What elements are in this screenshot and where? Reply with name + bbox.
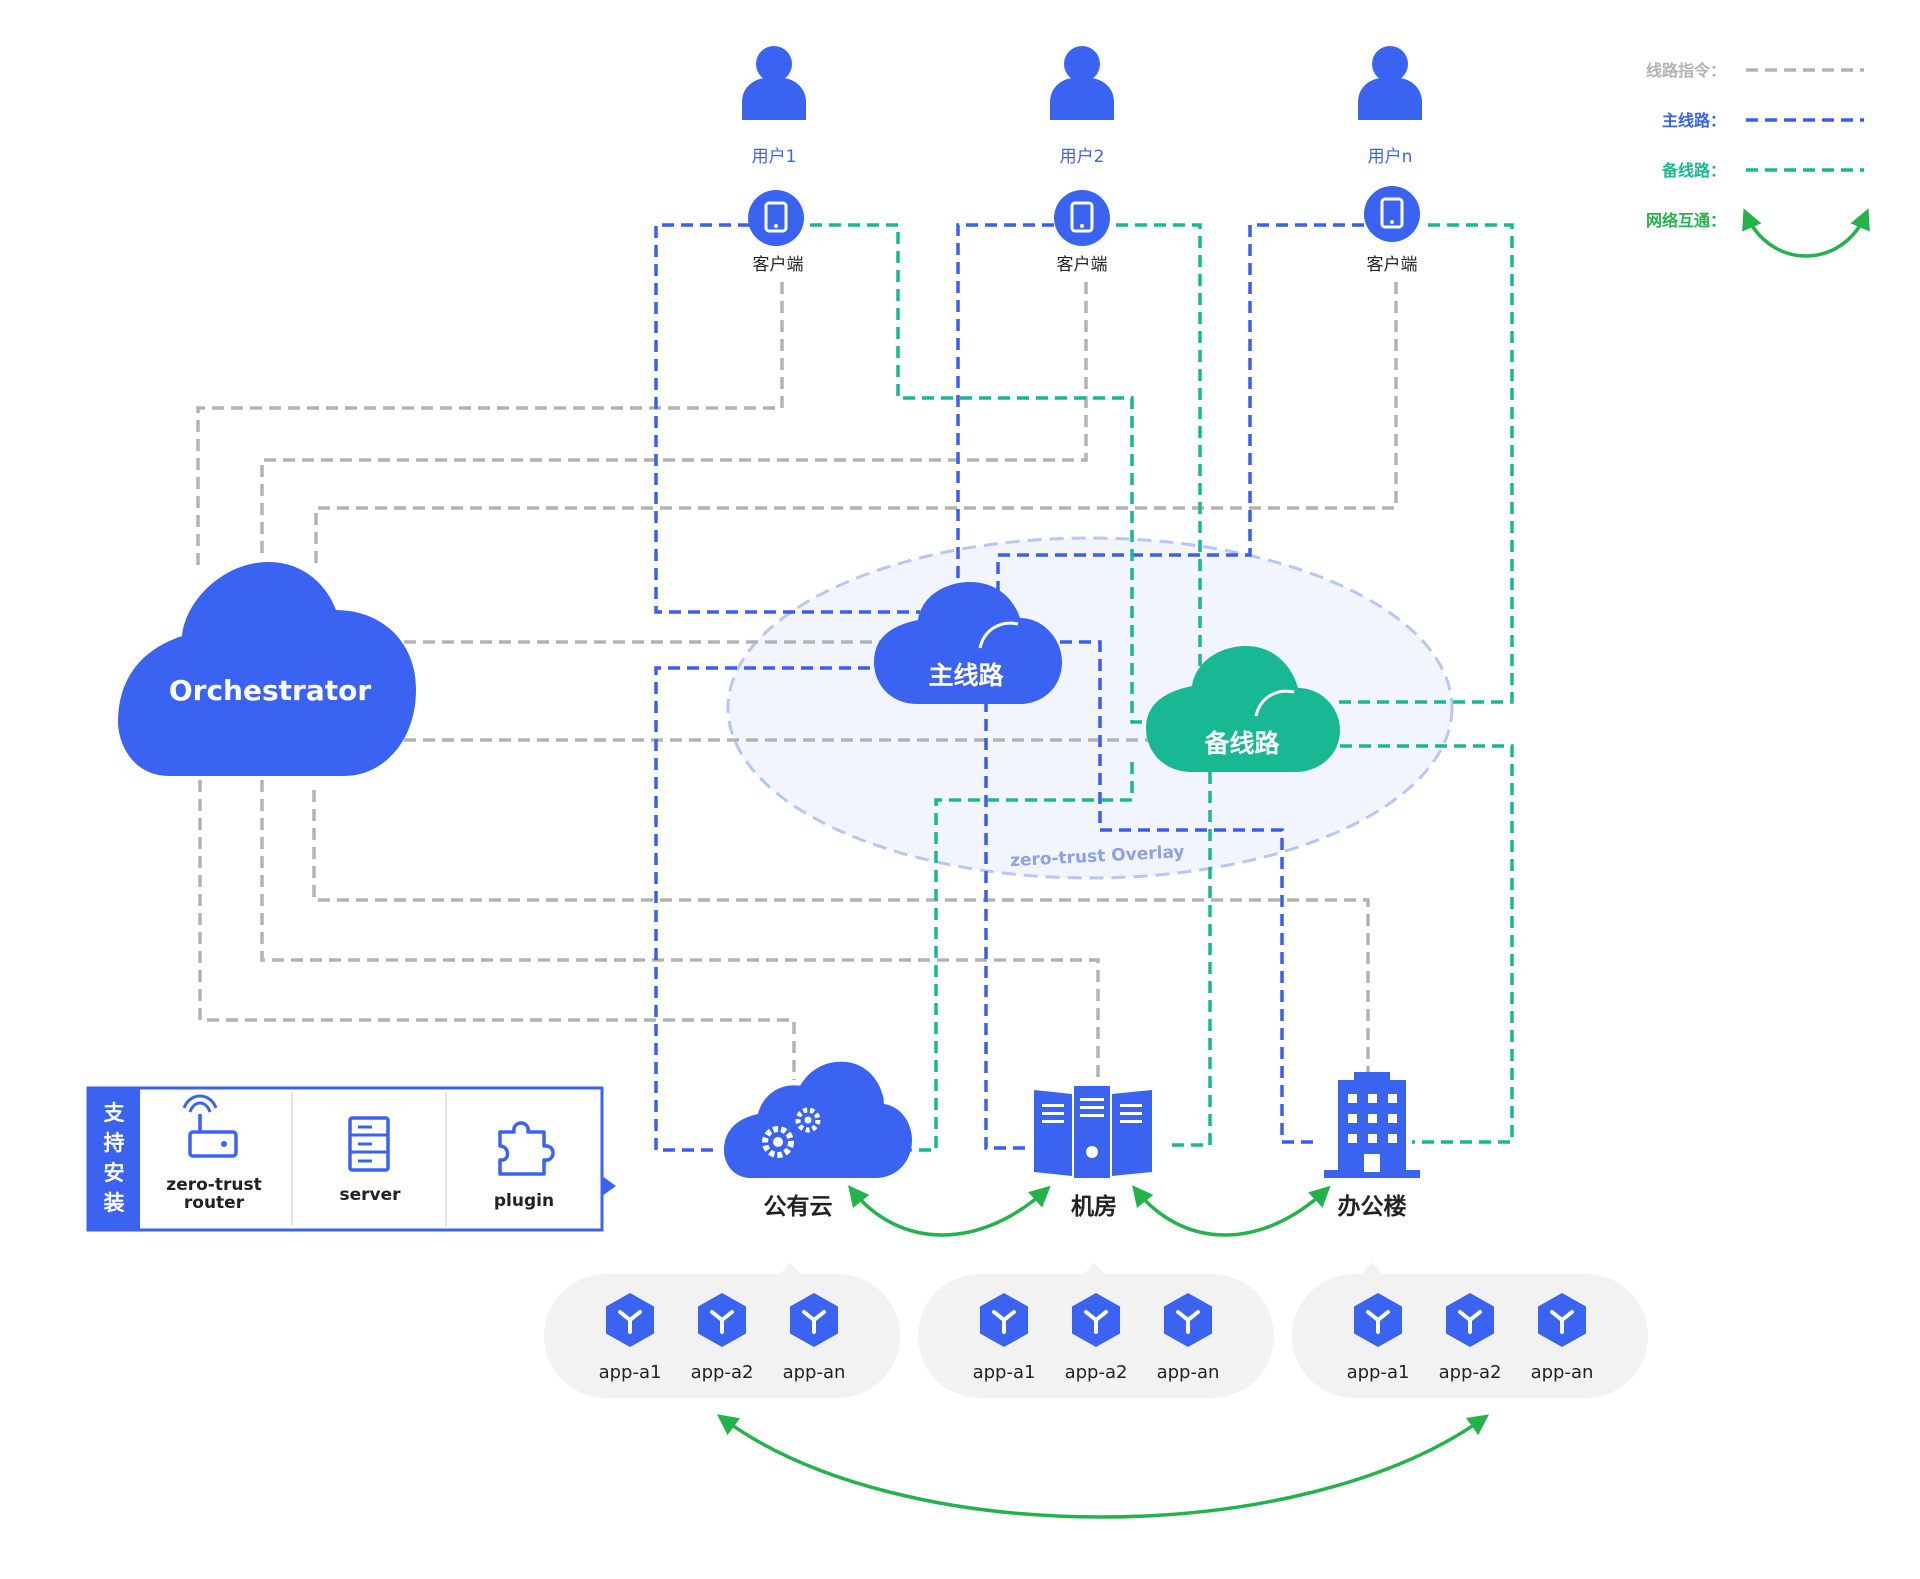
router-icon xyxy=(182,1094,238,1158)
user-icon xyxy=(1050,46,1114,120)
legend-command-label: 线路指令： xyxy=(1646,61,1726,80)
router-label-line1: zero-trust xyxy=(166,1175,261,1195)
datacenter-site: 机房 xyxy=(1034,1086,1152,1220)
app-group-datacenter: app-a1 app-a2 app-an xyxy=(918,1262,1274,1398)
install-support-box: 支 持 安 装 zero-trust router server plugin xyxy=(86,1086,616,1232)
user-2: 用户2 客户端 xyxy=(1050,46,1114,275)
office-building-icon xyxy=(1324,1072,1420,1178)
legend-main-label: 主线路： xyxy=(1662,111,1726,130)
server-rack-icon xyxy=(1034,1086,1152,1178)
backup-line-cloud: 备线路 xyxy=(1146,646,1340,772)
orchestrator-label: Orchestrator xyxy=(169,674,372,707)
user-icon xyxy=(742,46,806,120)
user-icon xyxy=(1358,46,1422,120)
app-group-office: app-a1 app-a2 app-an xyxy=(1292,1262,1648,1398)
office-label: 办公楼 xyxy=(1338,1194,1407,1220)
app-label: app-an xyxy=(783,1362,846,1383)
orchestrator-cloud: Orchestrator xyxy=(118,562,416,776)
app-label: app-an xyxy=(1531,1362,1594,1383)
client-1-label: 客户端 xyxy=(753,255,804,275)
command-lines xyxy=(196,282,1398,1080)
legend: 线路指令： 主线路： 备线路： 网络互通： xyxy=(1646,61,1870,258)
datacenter-label: 机房 xyxy=(1071,1193,1117,1220)
install-title-char: 安 xyxy=(104,1161,125,1185)
app-label: app-an xyxy=(1157,1362,1220,1383)
app-label: app-a2 xyxy=(691,1362,754,1383)
user-n: 用户n 客户端 xyxy=(1358,46,1422,275)
app-label: app-a1 xyxy=(599,1362,662,1383)
main-lines xyxy=(654,223,1364,1152)
app-label: app-a1 xyxy=(1347,1362,1410,1383)
legend-interconnect-label: 网络互通： xyxy=(1646,211,1726,230)
tablet-icon xyxy=(1052,188,1112,248)
client-n-label: 客户端 xyxy=(1367,255,1418,275)
server-label: server xyxy=(339,1185,401,1205)
gear-icon xyxy=(762,1107,821,1158)
backup-line-label: 备线路 xyxy=(1203,729,1280,758)
main-line-label: 主线路 xyxy=(928,661,1004,690)
app-label: app-a2 xyxy=(1439,1362,1502,1383)
install-title-char: 支 xyxy=(104,1101,126,1125)
app-label: app-a1 xyxy=(973,1362,1036,1383)
install-title-char: 持 xyxy=(104,1131,125,1155)
zero-trust-overlay: zero-trust Overlay xyxy=(726,536,1454,880)
tablet-icon xyxy=(746,188,806,248)
backup-lines xyxy=(810,223,1514,1152)
app-label: app-a2 xyxy=(1065,1362,1128,1383)
puzzle-icon xyxy=(498,1121,555,1176)
public-cloud-label: 公有云 xyxy=(764,1193,833,1220)
public-cloud-site: 公有云 xyxy=(724,1061,912,1220)
install-title-char: 装 xyxy=(104,1191,125,1215)
router-label-line2: router xyxy=(184,1193,245,1213)
user-1-label: 用户1 xyxy=(752,147,797,167)
user-1: 用户1 客户端 xyxy=(742,46,806,275)
client-2-label: 客户端 xyxy=(1057,255,1108,275)
plugin-label: plugin xyxy=(494,1191,554,1211)
user-2-label: 用户2 xyxy=(1060,147,1105,167)
tablet-icon xyxy=(1362,184,1422,244)
user-n-label: 用户n xyxy=(1368,147,1413,167)
server-icon xyxy=(348,1116,390,1172)
app-group-cloud: app-a1 app-a2 app-an xyxy=(544,1262,900,1398)
main-line-cloud: 主线路 xyxy=(874,582,1062,704)
legend-backup-label: 备线路： xyxy=(1661,161,1726,180)
office-site: 办公楼 xyxy=(1324,1072,1420,1220)
interconnect-arcs xyxy=(716,1185,1490,1519)
